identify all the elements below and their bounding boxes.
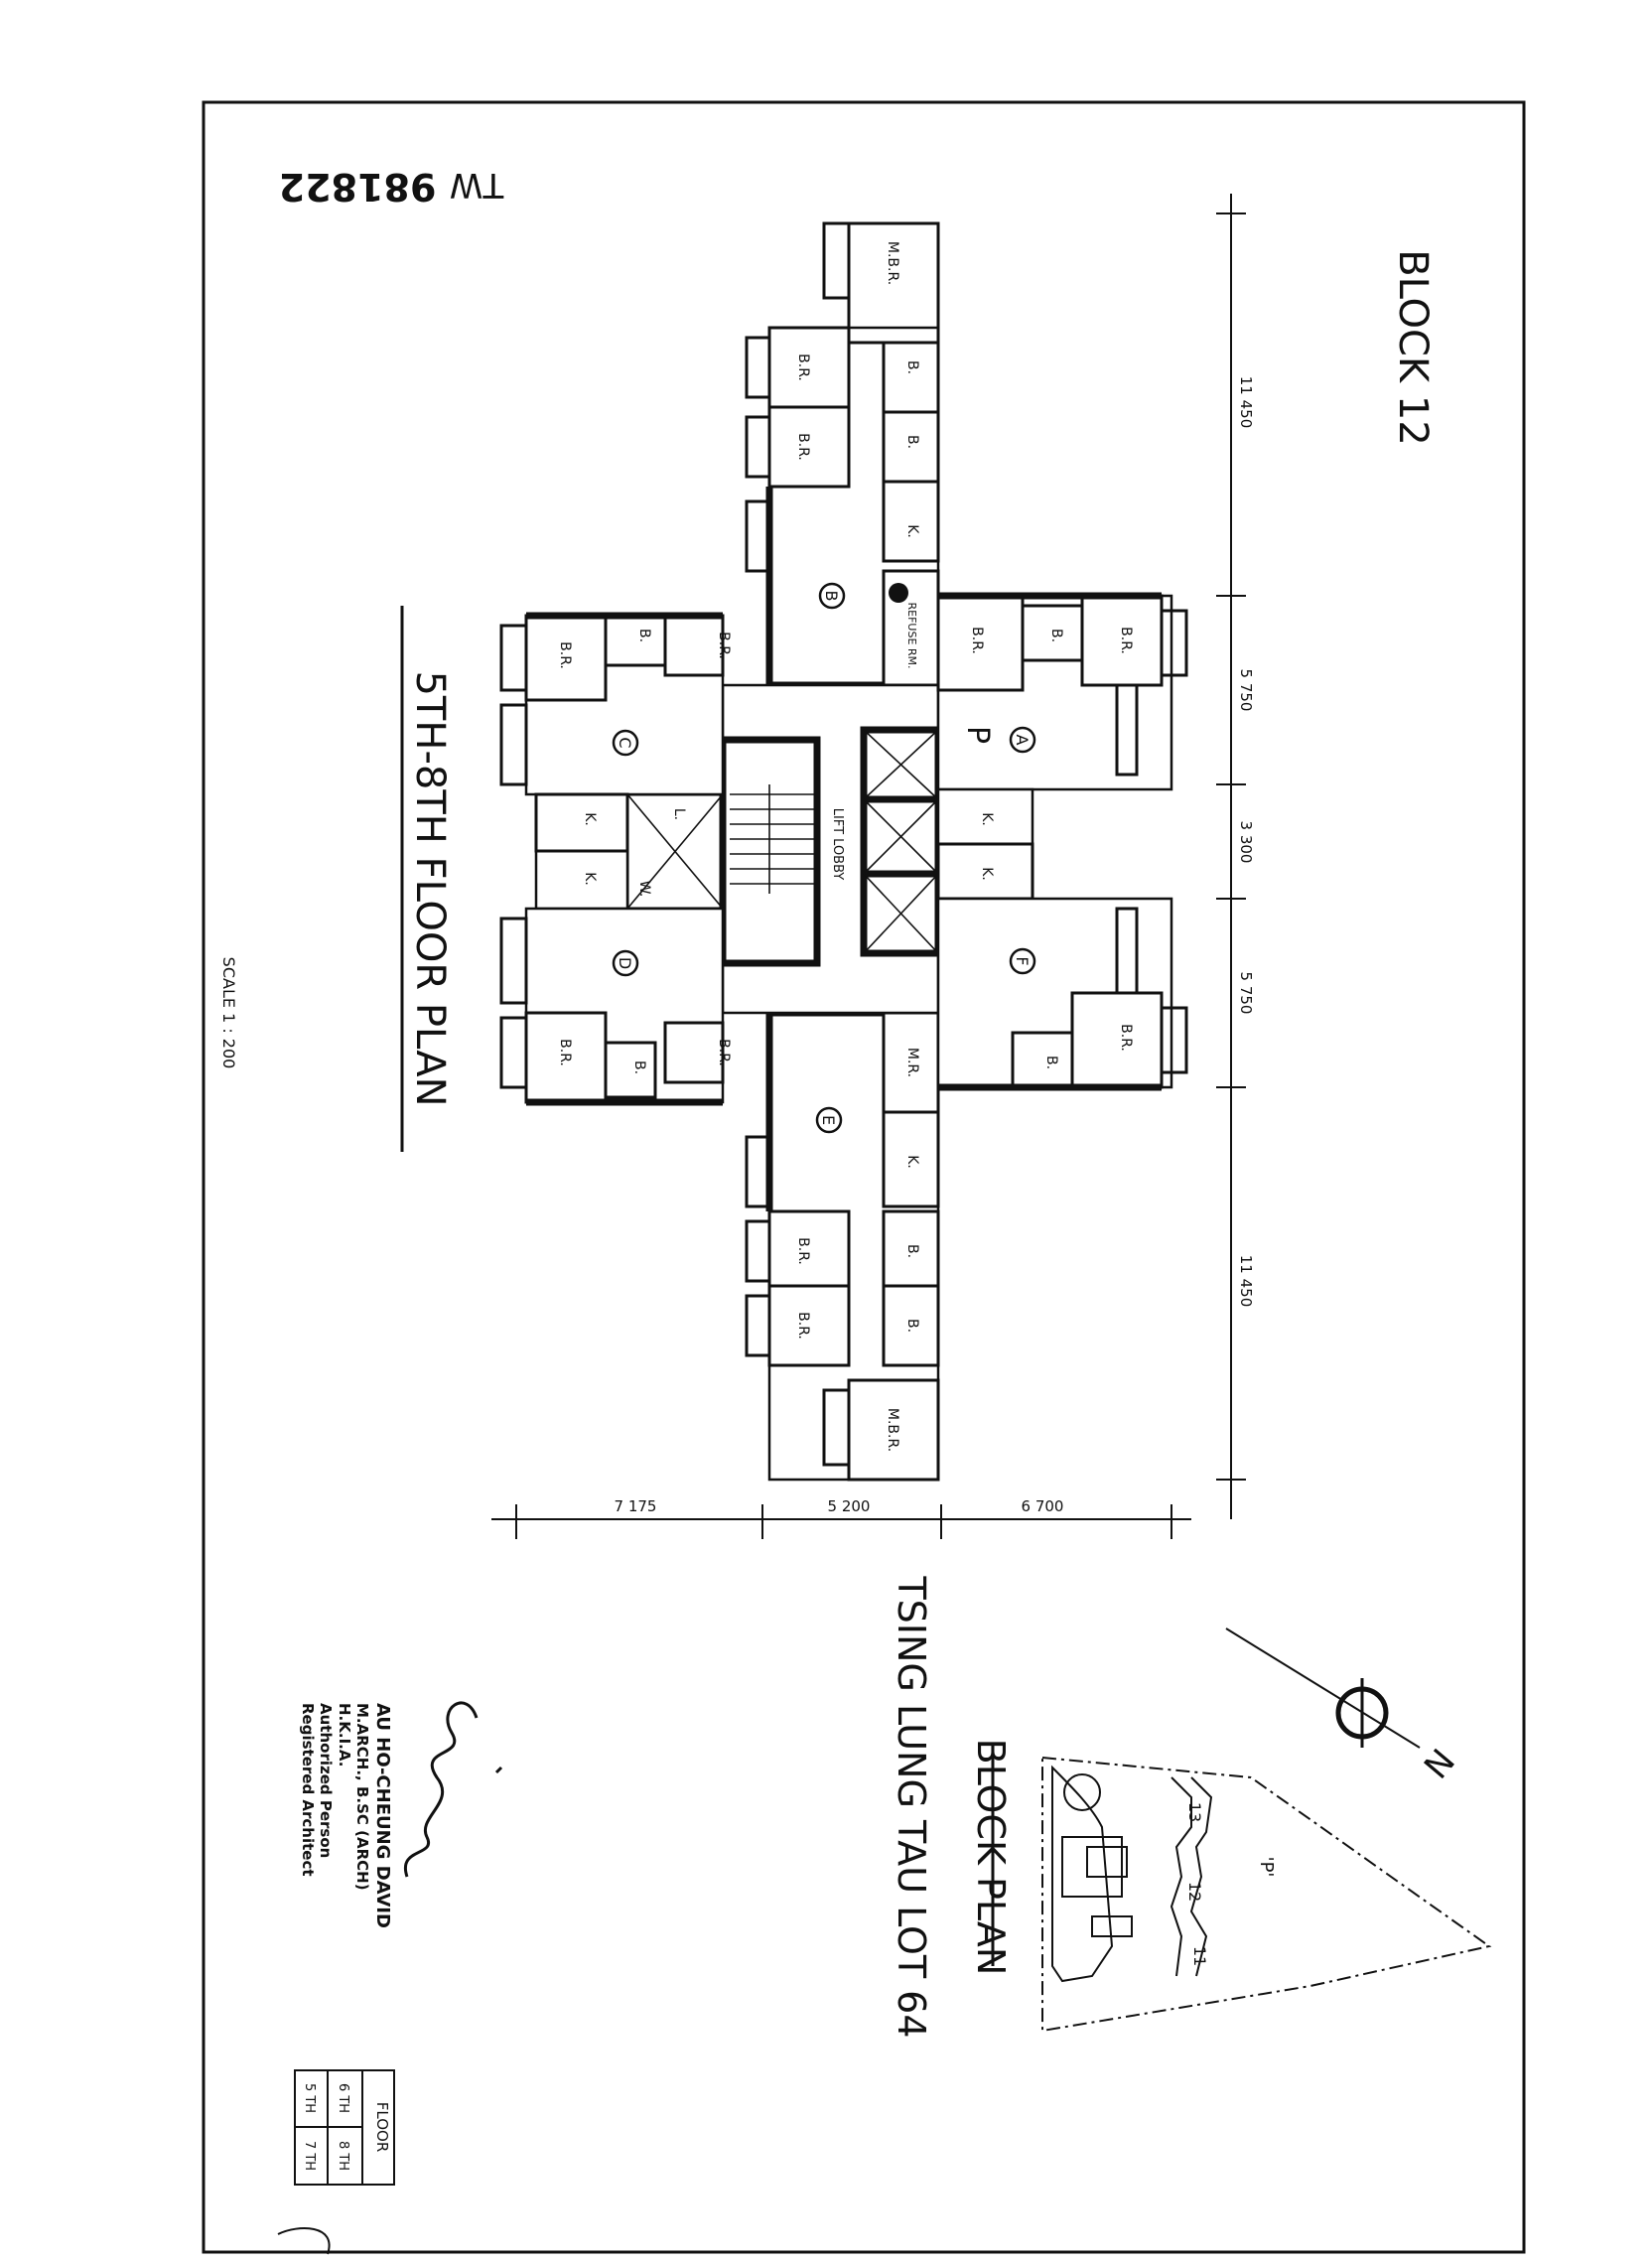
room-b-c: B. bbox=[636, 629, 652, 642]
staircase bbox=[730, 784, 814, 894]
room-b-a: B. bbox=[1048, 629, 1064, 642]
room-br-c2: B.R. bbox=[716, 632, 732, 659]
site-block-11: 11 bbox=[1190, 1946, 1209, 1966]
architect-block: AU HO-CHEUNG DAVID M.ARCH., B.SC (ARCH) … bbox=[299, 1703, 393, 1928]
dim-top-1: 11 450 bbox=[1237, 376, 1255, 429]
north-label: N bbox=[1415, 1740, 1461, 1784]
room-k-c: K. bbox=[582, 812, 598, 826]
floor-table-cell-1: 6 TH bbox=[336, 2083, 350, 2113]
site-p-label: 'P' bbox=[1256, 1857, 1277, 1878]
floor-plan: M.B.R. B.R. B.R. B. B. K. REFUSE RM. B.R… bbox=[499, 221, 1188, 1482]
room-w: W. bbox=[636, 881, 652, 898]
floor-table: FLOOR 6 TH 8 TH 5 TH 7 TH bbox=[294, 2069, 395, 2186]
room-b-e2: B. bbox=[904, 1319, 920, 1333]
room-mbr-bottom: M.B.R. bbox=[885, 1408, 900, 1452]
room-br-d2: B.R. bbox=[716, 1039, 732, 1066]
room-br-e1: B.R. bbox=[795, 1237, 811, 1265]
scale-label: SCALE 1 : 200 bbox=[219, 957, 238, 1069]
unit-b-label: B bbox=[822, 591, 841, 602]
architect-role2: Registered Architect bbox=[299, 1703, 317, 1877]
room-br-e2: B.R. bbox=[795, 1312, 811, 1340]
room-k-b: K. bbox=[904, 524, 920, 538]
block-title: BLOCK 12 bbox=[1390, 249, 1436, 446]
floor-table-cell-3: 5 TH bbox=[302, 2083, 317, 2113]
north-arrow: N bbox=[1225, 1627, 1461, 1785]
architect-signature bbox=[403, 1701, 503, 1878]
room-k-e: K. bbox=[904, 1155, 920, 1169]
unit-a-label: A bbox=[1013, 735, 1032, 746]
room-br-b2: B.R. bbox=[795, 433, 811, 461]
room-br-b1: B.R. bbox=[795, 354, 811, 381]
room-br-a1: B.R. bbox=[969, 627, 985, 654]
room-refuse: REFUSE RM. bbox=[905, 602, 918, 668]
room-b-f: B. bbox=[1043, 1056, 1059, 1069]
architect-degrees: M.ARCH., B.SC (ARCH) bbox=[353, 1703, 371, 1891]
plan-title: 5TH-8TH FLOOR PLAN bbox=[407, 670, 453, 1106]
pen-mark bbox=[277, 2227, 331, 2255]
room-b-b1: B. bbox=[904, 360, 920, 374]
site-title: BLOCK PLAN bbox=[969, 1739, 1013, 1976]
site-block-13: 13 bbox=[1185, 1802, 1204, 1822]
dim-left-3: 6 700 bbox=[1022, 1497, 1064, 1515]
room-l: L. bbox=[671, 808, 687, 820]
dimension-line-bottom: 7 175 5 200 6 700 bbox=[491, 1497, 1191, 1539]
dim-left-1: 7 175 bbox=[615, 1497, 657, 1515]
site-block-plan: 13 12 11 'P' bbox=[1041, 1756, 1492, 2033]
dim-top-2: 5 750 bbox=[1237, 669, 1255, 712]
room-b-b2: B. bbox=[904, 435, 920, 449]
room-k-d: K. bbox=[582, 872, 598, 886]
sheet-border bbox=[202, 100, 1526, 2254]
room-labels: M.B.R. B.R. B.R. B. B. K. REFUSE RM. B.R… bbox=[557, 241, 1134, 1452]
floor-table-header: FLOOR bbox=[373, 2102, 391, 2153]
room-b-e1: B. bbox=[904, 1244, 920, 1258]
floor-table-cell-4: 7 TH bbox=[302, 2141, 317, 2171]
stamp-initials: TW bbox=[450, 165, 504, 205]
lot-title: TSING LUNG TAU LOT 64 bbox=[890, 1575, 933, 2038]
room-br-d1: B.R. bbox=[557, 1039, 573, 1066]
room-mbr-top: M.B.R. bbox=[885, 241, 900, 285]
room-k-a: K. bbox=[979, 812, 995, 826]
floor-table-cell-2: 8 TH bbox=[336, 2141, 350, 2171]
room-b-d: B. bbox=[631, 1061, 647, 1074]
stamp: 981822 TW bbox=[279, 165, 505, 209]
site-block-12: 12 bbox=[1185, 1882, 1204, 1902]
stamp-code: 981822 bbox=[279, 165, 437, 209]
lift-lobby-label: LIFT LOBBY bbox=[830, 808, 845, 881]
unit-f-label: F bbox=[1013, 956, 1032, 965]
architect-name: AU HO-CHEUNG DAVID bbox=[372, 1703, 393, 1928]
dim-top-4: 5 750 bbox=[1237, 972, 1255, 1015]
unit-c-label: C bbox=[616, 737, 634, 748]
unit-d-label: D bbox=[616, 957, 634, 969]
unit-markers: B C D A F E bbox=[612, 582, 1036, 1134]
dim-top-3: 3 300 bbox=[1237, 821, 1255, 864]
architect-institute: H.K.I.A. bbox=[336, 1703, 353, 1767]
dimension-line-top: 11 450 5 750 3 300 5 750 11 450 bbox=[1216, 194, 1255, 1519]
dim-top-5: 11 450 bbox=[1237, 1255, 1255, 1308]
room-br-f: B.R. bbox=[1118, 1024, 1134, 1052]
p-mark: P bbox=[960, 726, 995, 744]
architect-role1: Authorized Person bbox=[317, 1703, 335, 1858]
unit-e-label: E bbox=[819, 1115, 838, 1125]
room-k-f: K. bbox=[979, 867, 995, 881]
room-br-c1: B.R. bbox=[557, 641, 573, 669]
dim-left-2: 5 200 bbox=[828, 1497, 871, 1515]
room-mr-e: M.R. bbox=[904, 1048, 920, 1077]
room-br-a2: B.R. bbox=[1118, 627, 1134, 654]
